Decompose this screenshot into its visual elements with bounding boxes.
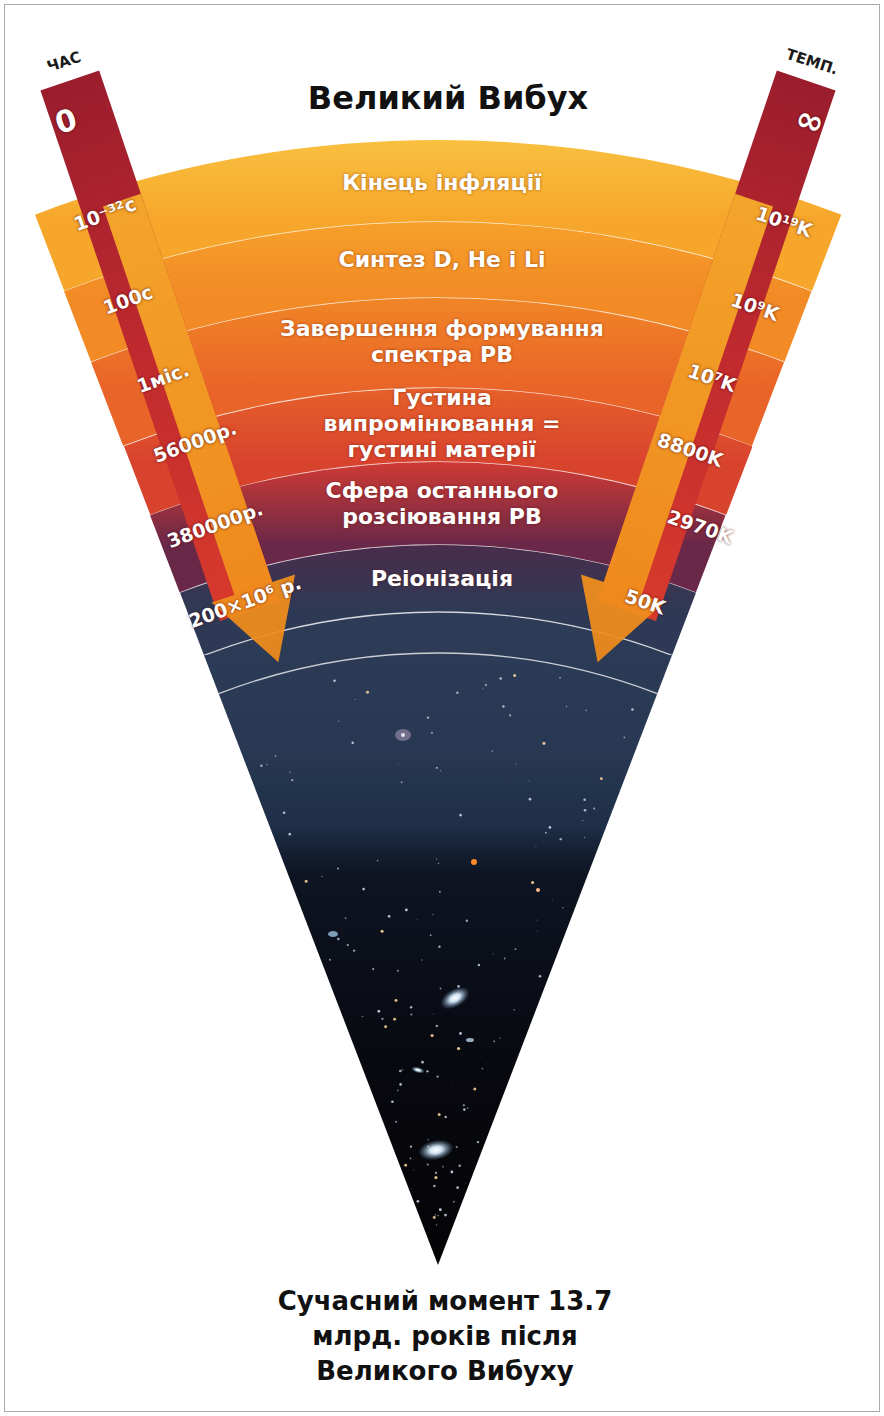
band-label: Завершення формування спектра РВ <box>271 316 614 368</box>
temperature-label: ∞ <box>791 99 829 143</box>
band-text-group: Сфера останнього розсіювання РВ <box>300 478 584 530</box>
axis-heading: ЧАС <box>45 49 83 75</box>
stars <box>260 674 634 1227</box>
axis-heading: ТЕМП. <box>784 46 840 78</box>
caption-text: Сучасний момент 13.7 млрд. років після В… <box>245 1284 645 1389</box>
band-text-group: Кінець інфляції <box>342 170 542 196</box>
band-text-group: Завершення формування спектра РВ <box>271 316 614 368</box>
universe-wedge <box>204 612 672 1265</box>
galaxies <box>328 729 540 1163</box>
band-label: Кінець інфляції <box>342 170 542 196</box>
band-boundary <box>204 612 672 655</box>
band-text-group: Густина випромінювання = густині матерії <box>287 385 597 463</box>
band-fill <box>150 462 725 593</box>
boundary-arc <box>219 653 658 694</box>
band-label: Густина випромінювання = густині матерії <box>287 385 597 463</box>
title-text: Великий Вибух <box>308 79 588 117</box>
time-label: 0 <box>51 102 81 140</box>
band-text-group: Синтез D, He і Li <box>339 247 546 273</box>
band-label: Синтез D, He і Li <box>339 247 546 273</box>
band-text-group: Реіонізація <box>371 566 513 592</box>
frame <box>5 5 880 1412</box>
band-label: Реіонізація <box>371 566 513 592</box>
band-fill <box>180 545 696 655</box>
band-label: Сфера останнього розсіювання РВ <box>300 478 584 530</box>
